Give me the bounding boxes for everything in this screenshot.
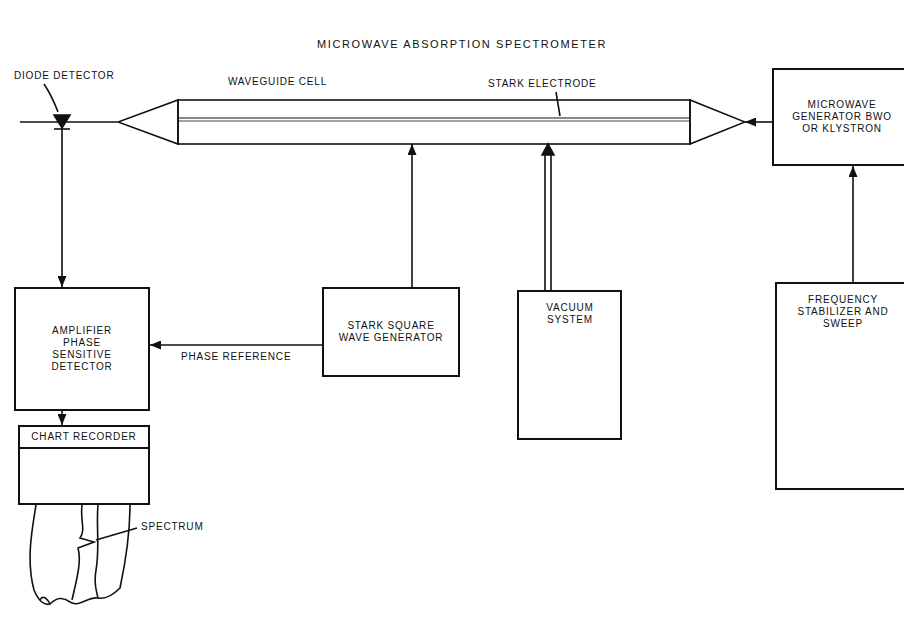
spectrum-trace: [72, 505, 94, 600]
taper-right: [690, 100, 745, 144]
connector-line: [61, 411, 63, 425]
connector-line: [62, 122, 118, 287]
amplifier-box: AMPLIFIER PHASE SENSITIVE DETECTOR: [14, 287, 150, 411]
node-label: STARK SQUARE WAVE GENERATOR: [330, 320, 452, 344]
pipe-wall: [550, 154, 552, 290]
node-label: FREQUENCY STABILIZER AND SWEEP: [791, 294, 895, 330]
node-label: AMPLIFIER PHASE SENSITIVE DETECTOR: [37, 325, 127, 373]
connector-line: [411, 144, 413, 287]
diagram-title: MICROWAVE ABSORPTION SPECTROMETER: [317, 38, 607, 50]
edge-label: PHASE REFERENCE: [179, 351, 293, 363]
frequency-box: FREQUENCY STABILIZER AND SWEEP: [775, 282, 904, 490]
node-label: VACUUM SYSTEM: [530, 302, 610, 326]
paper-curl: [40, 597, 50, 604]
stark-electrode: [178, 121, 690, 122]
spectrum-label: SPECTRUM: [139, 521, 206, 533]
waveguide-outline: [118, 98, 745, 146]
node-label: WAVEGUIDE CELL: [228, 76, 327, 88]
waveguide-cell: WAVEGUIDE CELL: [118, 98, 745, 146]
taper-left: [118, 100, 178, 144]
leader-line: [44, 84, 58, 112]
leader-line: [96, 528, 137, 540]
chart-recorder-box: CHART RECORDER: [18, 425, 150, 505]
vacuum-line: [542, 144, 554, 290]
leader-line: [556, 92, 560, 116]
node-label: CHART RECORDER: [20, 427, 148, 449]
connector-line: [745, 121, 772, 123]
signal-wire: [20, 121, 62, 123]
pipe-wall: [544, 154, 546, 290]
detector-label: DIODE DETECTOR: [12, 70, 116, 82]
waveguide-shape: [118, 100, 745, 144]
stark-generator-box: STARK SQUARE WAVE GENERATOR: [322, 287, 460, 377]
arrow-head: [542, 144, 554, 155]
node-label: MICROWAVE GENERATOR BWO OR KLYSTRON: [784, 99, 900, 135]
paper-edge-line: [95, 505, 98, 598]
cell-body: [178, 100, 690, 144]
connector-line: [852, 166, 854, 282]
connector-line: [150, 344, 322, 346]
generator-box: MICROWAVE GENERATOR BWO OR KLYSTRON: [772, 68, 904, 166]
vacuum-system-box: VACUUM SYSTEM: [517, 290, 622, 440]
stark-electrode: [178, 118, 690, 119]
chart-paper: [30, 505, 130, 604]
electrode-label: STARK ELECTRODE: [486, 78, 599, 90]
